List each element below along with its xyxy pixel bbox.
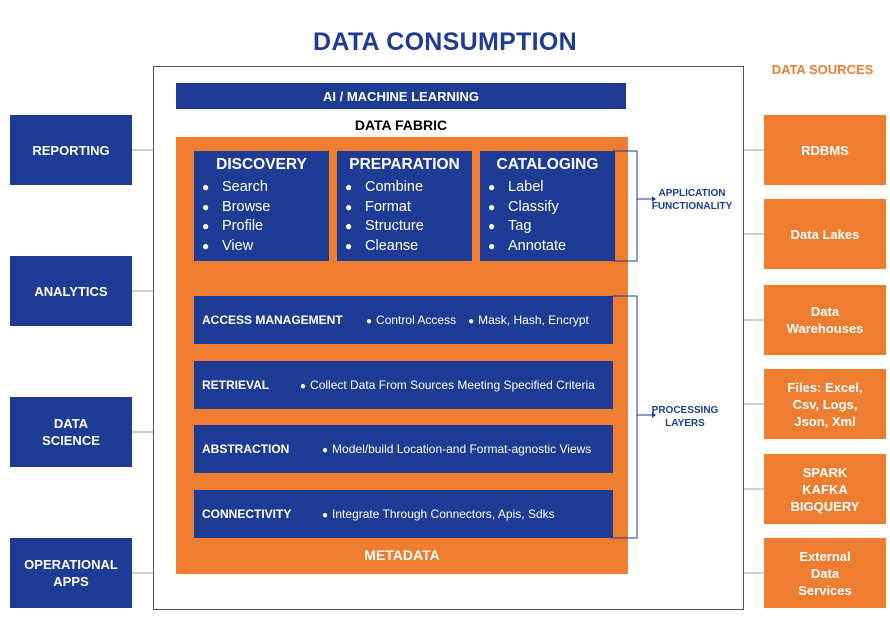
function-discovery: DISCOVERY ●Search ●Browse ●Profile ●View xyxy=(194,151,329,261)
data-sources-title: DATA SOURCES xyxy=(771,62,874,77)
list-item: ●Structure xyxy=(345,217,472,237)
source-files: Files: Excel, Csv, Logs, Json, Xml xyxy=(764,369,886,439)
list-item: ●View xyxy=(202,237,329,257)
page-title: DATA CONSUMPTION xyxy=(312,28,578,56)
bullet-icon: ● xyxy=(468,316,475,327)
source-data-warehouses: Data Warehouses xyxy=(764,285,886,355)
bullet-icon: ● xyxy=(322,510,329,521)
bullet-icon: ● xyxy=(488,219,496,233)
layer-name: CONNECTIVITY xyxy=(202,507,292,521)
function-title: PREPARATION xyxy=(349,156,460,173)
bullet-icon: ● xyxy=(488,199,496,214)
data-fabric-title: DATA FABRIC xyxy=(354,117,448,133)
source-data-lakes: Data Lakes xyxy=(764,199,886,269)
layer-item: ●Control Access xyxy=(366,313,457,327)
ai-ml-bar: AI / MACHINE LEARNING xyxy=(176,83,626,109)
list-item: ●Profile xyxy=(202,217,329,237)
bullet-icon: ● xyxy=(345,199,353,214)
source-streaming: SPARK KAFKA BIGQUERY xyxy=(764,454,886,524)
layer-name: ACCESS MANAGEMENT xyxy=(202,313,343,327)
bullet-icon: ● xyxy=(300,381,307,392)
app-functionality-bracket xyxy=(613,150,638,262)
list-item: ●Format xyxy=(345,198,472,218)
metadata-label: METADATA xyxy=(364,547,440,563)
layer-retrieval: RETRIEVAL ●Collect Data From Sources Mee… xyxy=(194,361,613,409)
layer-item: ●Integrate Through Connectors, Apis, Sdk… xyxy=(322,507,555,521)
layer-access-management: ACCESS MANAGEMENT ●Control Access ●Mask,… xyxy=(194,296,613,344)
bullet-icon: ● xyxy=(202,238,210,253)
source-external-data-services: External Data Services xyxy=(764,538,886,608)
bullet-icon: ● xyxy=(345,219,353,233)
layer-item: ●Mask, Hash, Encrypt xyxy=(468,313,589,327)
consumer-operational-apps: OPERATIONAL APPS xyxy=(10,538,132,608)
layer-abstraction: ABSTRACTION ●Model/build Location-and Fo… xyxy=(194,425,613,473)
layer-connectivity: CONNECTIVITY ●Integrate Through Connecto… xyxy=(194,490,613,538)
layer-name: RETRIEVAL xyxy=(202,378,270,392)
application-functionality-label: APPLICATION FUNCTIONALITY xyxy=(651,188,733,212)
list-item: ●Cleanse xyxy=(345,237,472,257)
consumer-reporting: REPORTING xyxy=(10,115,132,185)
source-rdbms: RDBMS xyxy=(764,115,886,185)
bullet-icon: ● xyxy=(202,219,210,233)
bullet-icon: ● xyxy=(345,238,353,253)
bullet-icon: ● xyxy=(322,445,329,456)
list-item: ●Tag xyxy=(488,217,615,237)
bullet-icon: ● xyxy=(488,238,496,253)
processing-layers-label: PROCESSING LAYERS xyxy=(651,405,719,429)
list-item: ●Browse xyxy=(202,198,329,218)
layer-name: ABSTRACTION xyxy=(202,442,290,456)
bullet-icon: ● xyxy=(366,316,373,327)
function-cataloging: CATALOGING ●Label ●Classify ●Tag ●Annota… xyxy=(480,151,615,261)
function-title: DISCOVERY xyxy=(216,156,307,173)
consumer-data-science: DATA SCIENCE xyxy=(10,397,132,467)
list-item: ●Label xyxy=(488,178,615,198)
bullet-icon: ● xyxy=(345,180,353,194)
list-item: ●Classify xyxy=(488,198,615,218)
bullet-icon: ● xyxy=(202,199,210,214)
arrow-head-icon xyxy=(652,412,656,418)
list-item: ●Combine xyxy=(345,178,472,198)
consumer-analytics: ANALYTICS xyxy=(10,256,132,326)
bullet-icon: ● xyxy=(202,180,210,194)
layer-item: ●Collect Data From Sources Meeting Speci… xyxy=(300,378,595,392)
bullet-icon: ● xyxy=(488,180,496,194)
arrow-head-icon xyxy=(652,196,656,202)
function-title: CATALOGING xyxy=(496,156,599,173)
list-item: ●Annotate xyxy=(488,237,615,257)
list-item: ●Search xyxy=(202,178,329,198)
layer-item: ●Model/build Location-and Format-agnosti… xyxy=(322,442,592,456)
processing-layers-bracket xyxy=(613,295,638,539)
function-preparation: PREPARATION ●Combine ●Format ●Structure … xyxy=(337,151,472,261)
